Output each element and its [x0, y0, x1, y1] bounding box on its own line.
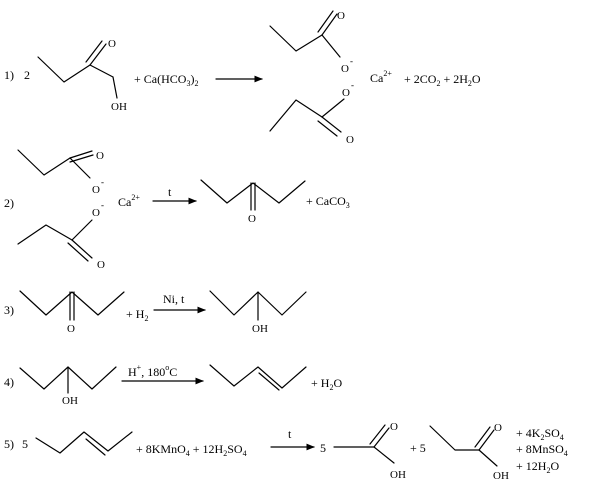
reaction-1: 1) 2 O OH + Ca(HCO3)2 O O - Ca2+ O - O +: [4, 10, 481, 146]
reaction-2-products: + CaCO3: [306, 194, 350, 210]
svg-text:O: O: [342, 87, 350, 99]
reaction-5-coefficient: 5: [22, 437, 28, 451]
reaction-3-reagent: + H2: [126, 307, 148, 323]
svg-text:O: O: [92, 184, 100, 196]
svg-text:OH: OH: [62, 395, 78, 407]
reaction-1-products: + 2CO2 + 2H2O: [404, 72, 481, 88]
reaction-3-condition: Ni, t: [163, 292, 185, 306]
propanoic-acid-molecule: O OH: [37, 38, 127, 113]
reaction-1-label: 1): [4, 68, 14, 82]
reaction-5: 5) 5 + 8KMnO4 + 12H2SO4 t 5 O OH + 5 O O…: [4, 421, 568, 482]
svg-text:O: O: [341, 63, 349, 75]
calcium-propanoate-reactant: O O - Ca2+ O - O: [17, 149, 140, 271]
svg-text:-: -: [351, 80, 354, 90]
reaction-1-reagent: + Ca(HCO3)2: [134, 72, 198, 88]
svg-text:O: O: [248, 213, 256, 225]
side-product-water: + 12H2O: [516, 459, 559, 475]
reaction-1-coefficient: 2: [24, 68, 30, 82]
reaction-3: 3) O + H2 Ni, t OH: [4, 290, 307, 335]
svg-text:O: O: [96, 150, 104, 162]
carbonyl-oxygen: O: [108, 38, 116, 50]
svg-text:OH: OH: [252, 323, 268, 335]
pent-2-ene-reactant: [35, 431, 133, 456]
product-coefficient-acetic-acid: 5: [320, 441, 326, 455]
calcium-ion: Ca2+: [118, 193, 140, 209]
svg-text:-: -: [101, 200, 104, 210]
calcium-ion: Ca2+: [370, 69, 392, 85]
svg-text:O: O: [390, 421, 398, 433]
reaction-2: 2) O O - Ca2+ O - O t O + CaCO3: [4, 149, 350, 271]
reaction-2-condition: t: [168, 185, 172, 199]
pentan-3-one-reactant: O: [19, 290, 125, 335]
svg-text:OH: OH: [493, 470, 509, 482]
svg-text:O: O: [494, 422, 502, 434]
acetic-acid-molecule: O OH: [333, 421, 406, 481]
svg-text:O: O: [337, 10, 345, 22]
side-product-manganese-sulfate: + 8MnSO4: [516, 442, 568, 458]
reaction-2-label: 2): [4, 196, 14, 210]
reaction-4: 4) OH H+, 180oC + H2O: [4, 363, 342, 407]
reaction-4-products: + H2O: [311, 376, 342, 392]
pentan-3-ol-molecule: OH: [209, 290, 307, 335]
reaction-4-condition: H+, 180oC: [128, 363, 177, 379]
reaction-5-reagents: + 8KMnO4 + 12H2SO4: [136, 442, 247, 458]
reaction-5-condition: t: [288, 427, 292, 441]
product-coefficient-propanoic-acid: + 5: [410, 441, 426, 455]
reaction-5-label: 5): [4, 437, 14, 451]
side-product-potassium-sulfate: + 4K2SO4: [516, 426, 564, 442]
pent-2-ene-molecule: [209, 364, 307, 391]
svg-text:O: O: [346, 134, 354, 146]
svg-text:OH: OH: [390, 469, 406, 481]
reaction-4-label: 4): [4, 375, 14, 389]
svg-text:-: -: [101, 177, 104, 187]
svg-text:O: O: [92, 207, 100, 219]
svg-text:O: O: [67, 323, 75, 335]
svg-text:-: -: [350, 56, 353, 66]
svg-text:O: O: [97, 259, 105, 271]
reaction-3-label: 3): [4, 303, 14, 317]
propanoic-acid-product: O OH: [429, 422, 509, 482]
hydroxyl-group: OH: [111, 101, 127, 113]
pentan-3-one-molecule: O: [200, 179, 306, 225]
calcium-propanoate-molecule: O O - Ca2+ O - O: [269, 10, 392, 146]
pentan-3-ol-reactant: OH: [19, 366, 117, 407]
